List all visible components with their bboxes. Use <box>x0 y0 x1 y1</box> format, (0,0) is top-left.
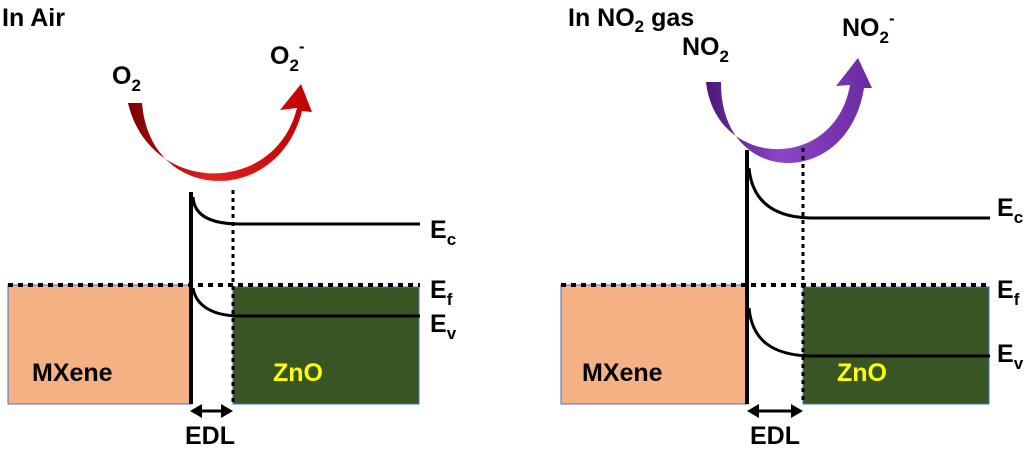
ec-label: Ec <box>430 216 456 249</box>
adsorption-arrow <box>128 84 312 181</box>
zno-block <box>802 286 990 405</box>
adsorption-arrow <box>706 58 872 164</box>
valence-band-line <box>191 287 420 318</box>
gas-out-label: NO2- <box>842 9 895 47</box>
mxene-block <box>7 284 192 405</box>
gas-out-label: O2- <box>270 37 305 75</box>
edl-arrow <box>747 404 803 418</box>
edl-label: EDL <box>750 422 800 449</box>
zno-label: ZnO <box>273 359 323 387</box>
conduction-band-line <box>747 167 990 220</box>
edl-arrow <box>190 404 233 418</box>
zno-block <box>232 286 420 405</box>
panel-no2: In NO2 gas NO2 NO2- MXene ZnO Ec Ef Ev E… <box>560 4 1024 449</box>
valence-band-line <box>747 307 990 358</box>
panel-title: In Air <box>2 4 65 32</box>
panel-air: In Air O2 O2- MXene ZnO Ec Ef Ev EDL <box>2 4 457 449</box>
ef-label: Ef <box>430 276 453 309</box>
zno-label: ZnO <box>837 359 887 387</box>
ev-label: Ev <box>997 340 1024 373</box>
gas-in-label: O2 <box>112 62 141 95</box>
ef-label: Ef <box>997 276 1020 309</box>
ec-label: Ec <box>997 194 1023 227</box>
edl-label: EDL <box>185 422 235 449</box>
mxene-label: MXene <box>32 359 113 387</box>
gas-in-label: NO2 <box>682 33 729 66</box>
ev-label: Ev <box>430 310 457 343</box>
conduction-band-line <box>191 196 420 226</box>
mxene-label: MXene <box>582 359 663 387</box>
panel-title: In NO2 gas <box>568 4 694 36</box>
